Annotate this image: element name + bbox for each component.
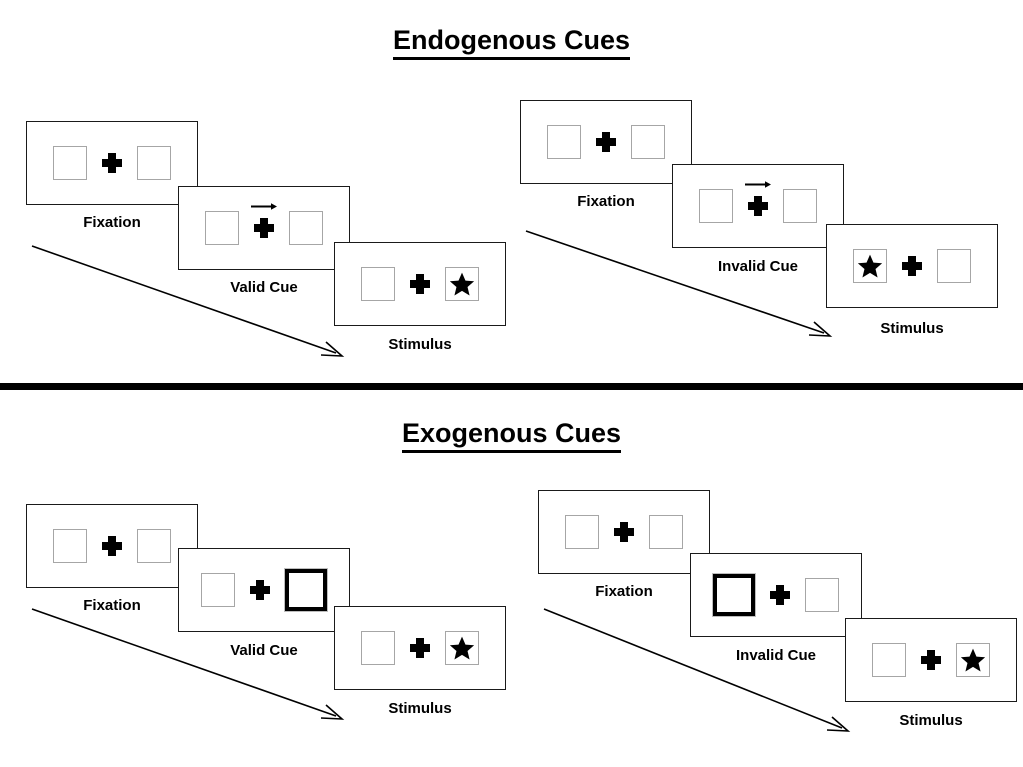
endo-invalid-fixation-label: Fixation <box>577 193 635 210</box>
left-cued-box <box>712 573 756 617</box>
cue-arrow-right-icon <box>745 181 771 188</box>
exogenous-section-title: Exogenous Cues <box>0 418 1023 453</box>
fixation-cross-wrap <box>87 152 137 174</box>
exo-invalid-fixation-label: Fixation <box>595 583 653 600</box>
endo-valid-cue-label: Valid Cue <box>230 279 298 296</box>
endo-invalid-stimulus-frame <box>826 224 998 308</box>
endo-valid-stimulus-label: Stimulus <box>388 336 452 353</box>
exo-valid-fixation-frame <box>26 504 198 588</box>
right-target-box <box>445 267 479 301</box>
fixation-cross-icon <box>101 535 123 557</box>
cue-arrow-right-icon <box>251 203 277 210</box>
fixation-cross-icon <box>595 131 617 153</box>
endo-valid-fixation-frame <box>26 121 198 205</box>
fixation-cross-wrap <box>395 273 445 295</box>
fixation-cross-icon <box>613 521 635 543</box>
left-placeholder-box <box>361 267 395 301</box>
exo-valid-cue-frame <box>178 548 350 632</box>
fixation-cross-wrap <box>235 579 285 601</box>
fixation-cross-wrap <box>395 637 445 659</box>
right-placeholder-box <box>783 189 817 223</box>
fixation-cross-icon <box>747 195 769 217</box>
left-placeholder-box <box>547 125 581 159</box>
left-target-box <box>853 249 887 283</box>
endogenous-section-title: Endogenous Cues <box>0 25 1023 60</box>
fixation-cross-wrap <box>599 521 649 543</box>
left-placeholder-box <box>53 529 87 563</box>
fixation-cross-icon <box>253 217 275 239</box>
section-divider <box>0 383 1023 390</box>
endogenous-title-text: Endogenous Cues <box>392 25 630 60</box>
left-placeholder-box <box>53 146 87 180</box>
endo-valid-stimulus-frame <box>334 242 506 326</box>
right-placeholder-box <box>805 578 839 612</box>
endo-invalid-stimulus-label: Stimulus <box>880 320 944 337</box>
endo-invalid-cue-label: Invalid Cue <box>717 258 799 275</box>
left-placeholder-box <box>205 211 239 245</box>
endo-invalid-fixation-frame <box>520 100 692 184</box>
fixation-cross-icon <box>901 255 923 277</box>
left-placeholder-box <box>361 631 395 665</box>
left-placeholder-box <box>201 573 235 607</box>
exo-invalid-stimulus-label: Stimulus <box>899 712 963 729</box>
fixation-cross-icon <box>920 649 942 671</box>
exo-valid-stimulus-frame <box>334 606 506 690</box>
exo-valid-fixation-label: Fixation <box>83 597 141 614</box>
star-icon <box>857 254 883 278</box>
fixation-cross-wrap <box>755 584 805 606</box>
left-placeholder-box <box>699 189 733 223</box>
fixation-cross-icon <box>769 584 791 606</box>
right-target-box <box>956 643 990 677</box>
right-target-box <box>445 631 479 665</box>
right-placeholder-box <box>137 529 171 563</box>
endo-valid-fixation-label: Fixation <box>83 214 141 231</box>
right-cued-box <box>284 568 328 612</box>
star-icon <box>449 272 475 296</box>
right-placeholder-box <box>937 249 971 283</box>
exo-valid-stimulus-label: Stimulus <box>388 700 452 717</box>
right-placeholder-box <box>289 211 323 245</box>
left-placeholder-box <box>565 515 599 549</box>
star-icon <box>960 648 986 672</box>
fixation-cross-wrap <box>887 255 937 277</box>
exo-valid-cue-label: Valid Cue <box>230 642 298 659</box>
fixation-cross-wrap <box>733 181 783 217</box>
right-placeholder-box <box>649 515 683 549</box>
fixation-cross-icon <box>409 637 431 659</box>
fixation-cross-wrap <box>581 131 631 153</box>
right-placeholder-box <box>631 125 665 159</box>
exo-invalid-cue-label: Invalid Cue <box>735 647 817 664</box>
exo-invalid-stimulus-frame <box>845 618 1017 702</box>
fixation-cross-wrap <box>87 535 137 557</box>
fixation-cross-wrap <box>906 649 956 671</box>
endo-invalid-cue-frame <box>672 164 844 248</box>
fixation-cross-icon <box>101 152 123 174</box>
exo-invalid-cue-frame <box>690 553 862 637</box>
exogenous-title-text: Exogenous Cues <box>401 418 622 453</box>
star-icon <box>449 636 475 660</box>
fixation-cross-icon <box>409 273 431 295</box>
fixation-cross-wrap <box>239 203 289 239</box>
right-placeholder-box <box>137 146 171 180</box>
left-placeholder-box <box>872 643 906 677</box>
fixation-cross-icon <box>249 579 271 601</box>
exo-invalid-fixation-frame <box>538 490 710 574</box>
endo-valid-cue-frame <box>178 186 350 270</box>
